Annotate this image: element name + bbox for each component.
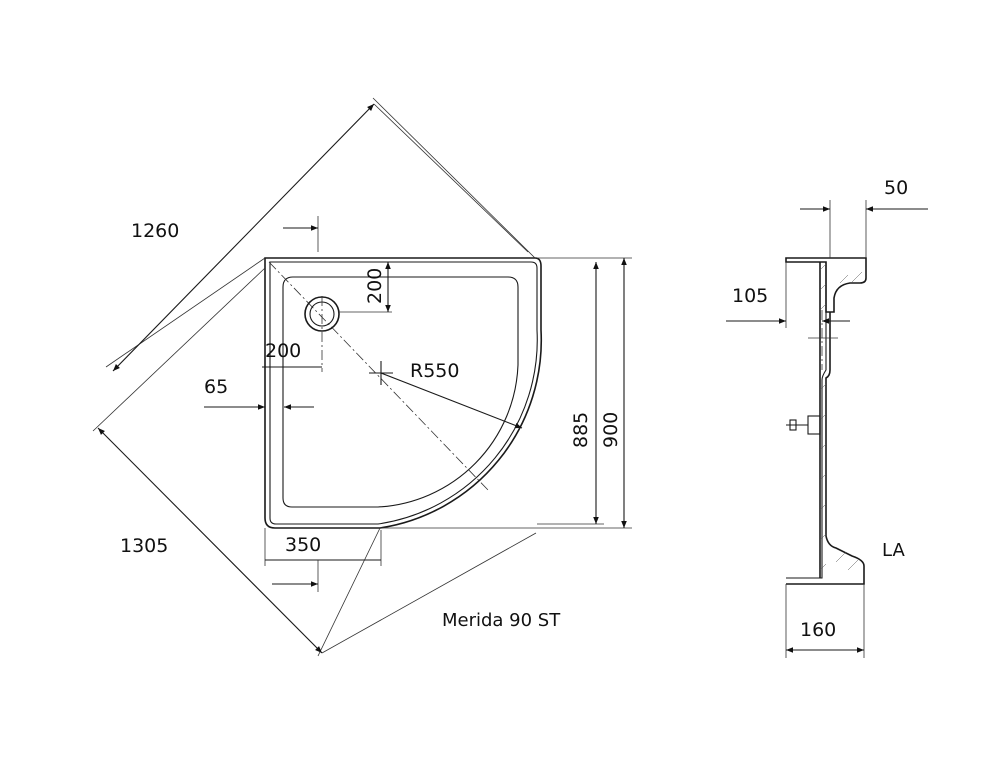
dim-diag-lower-group xyxy=(92,267,537,657)
drain-icon xyxy=(304,296,340,372)
dim-drain-x-group xyxy=(262,216,322,368)
dim-inner-885: 885 xyxy=(570,412,592,448)
dim-top-50-group xyxy=(800,200,928,258)
dim-bottom-350-group xyxy=(264,528,382,592)
dim-top-50: 50 xyxy=(884,177,908,199)
section-view: 50 105 160 LA xyxy=(726,177,928,658)
dim-105-group xyxy=(726,262,850,328)
dim-vertical-group xyxy=(380,257,632,529)
tray-outer-outline xyxy=(264,257,543,529)
tray-inner-basin xyxy=(282,276,519,508)
dim-bottom-350: 350 xyxy=(285,534,321,556)
dim-edge-65: 65 xyxy=(204,376,228,398)
dim-outer-900: 900 xyxy=(600,412,622,448)
dim-bottom-160-group xyxy=(785,584,865,658)
dim-bottom-160: 160 xyxy=(800,619,836,641)
dim-radius: R550 xyxy=(410,360,459,382)
model-name: Merida 90 ST xyxy=(442,610,561,631)
dim-105: 105 xyxy=(732,285,768,307)
section-hatching xyxy=(819,263,863,571)
section-wall xyxy=(786,262,865,585)
dim-diag-upper: 1260 xyxy=(131,220,179,242)
radius-leader xyxy=(380,372,523,429)
dim-drain-y: 200 xyxy=(364,268,386,304)
section-wall-inner xyxy=(786,262,827,579)
dim-drain-x: 200 xyxy=(265,340,301,362)
section-top-rim xyxy=(785,257,867,313)
plan-view: R550 1260 1305 200 200 xyxy=(92,97,632,657)
section-label: LA xyxy=(882,540,905,561)
dim-diag-lower: 1305 xyxy=(120,535,168,557)
diagonal-center-axis xyxy=(268,261,489,491)
dim-drain-y-group xyxy=(338,262,392,313)
dim-diag-upper-group xyxy=(105,97,536,372)
siphon-icon xyxy=(786,415,821,435)
